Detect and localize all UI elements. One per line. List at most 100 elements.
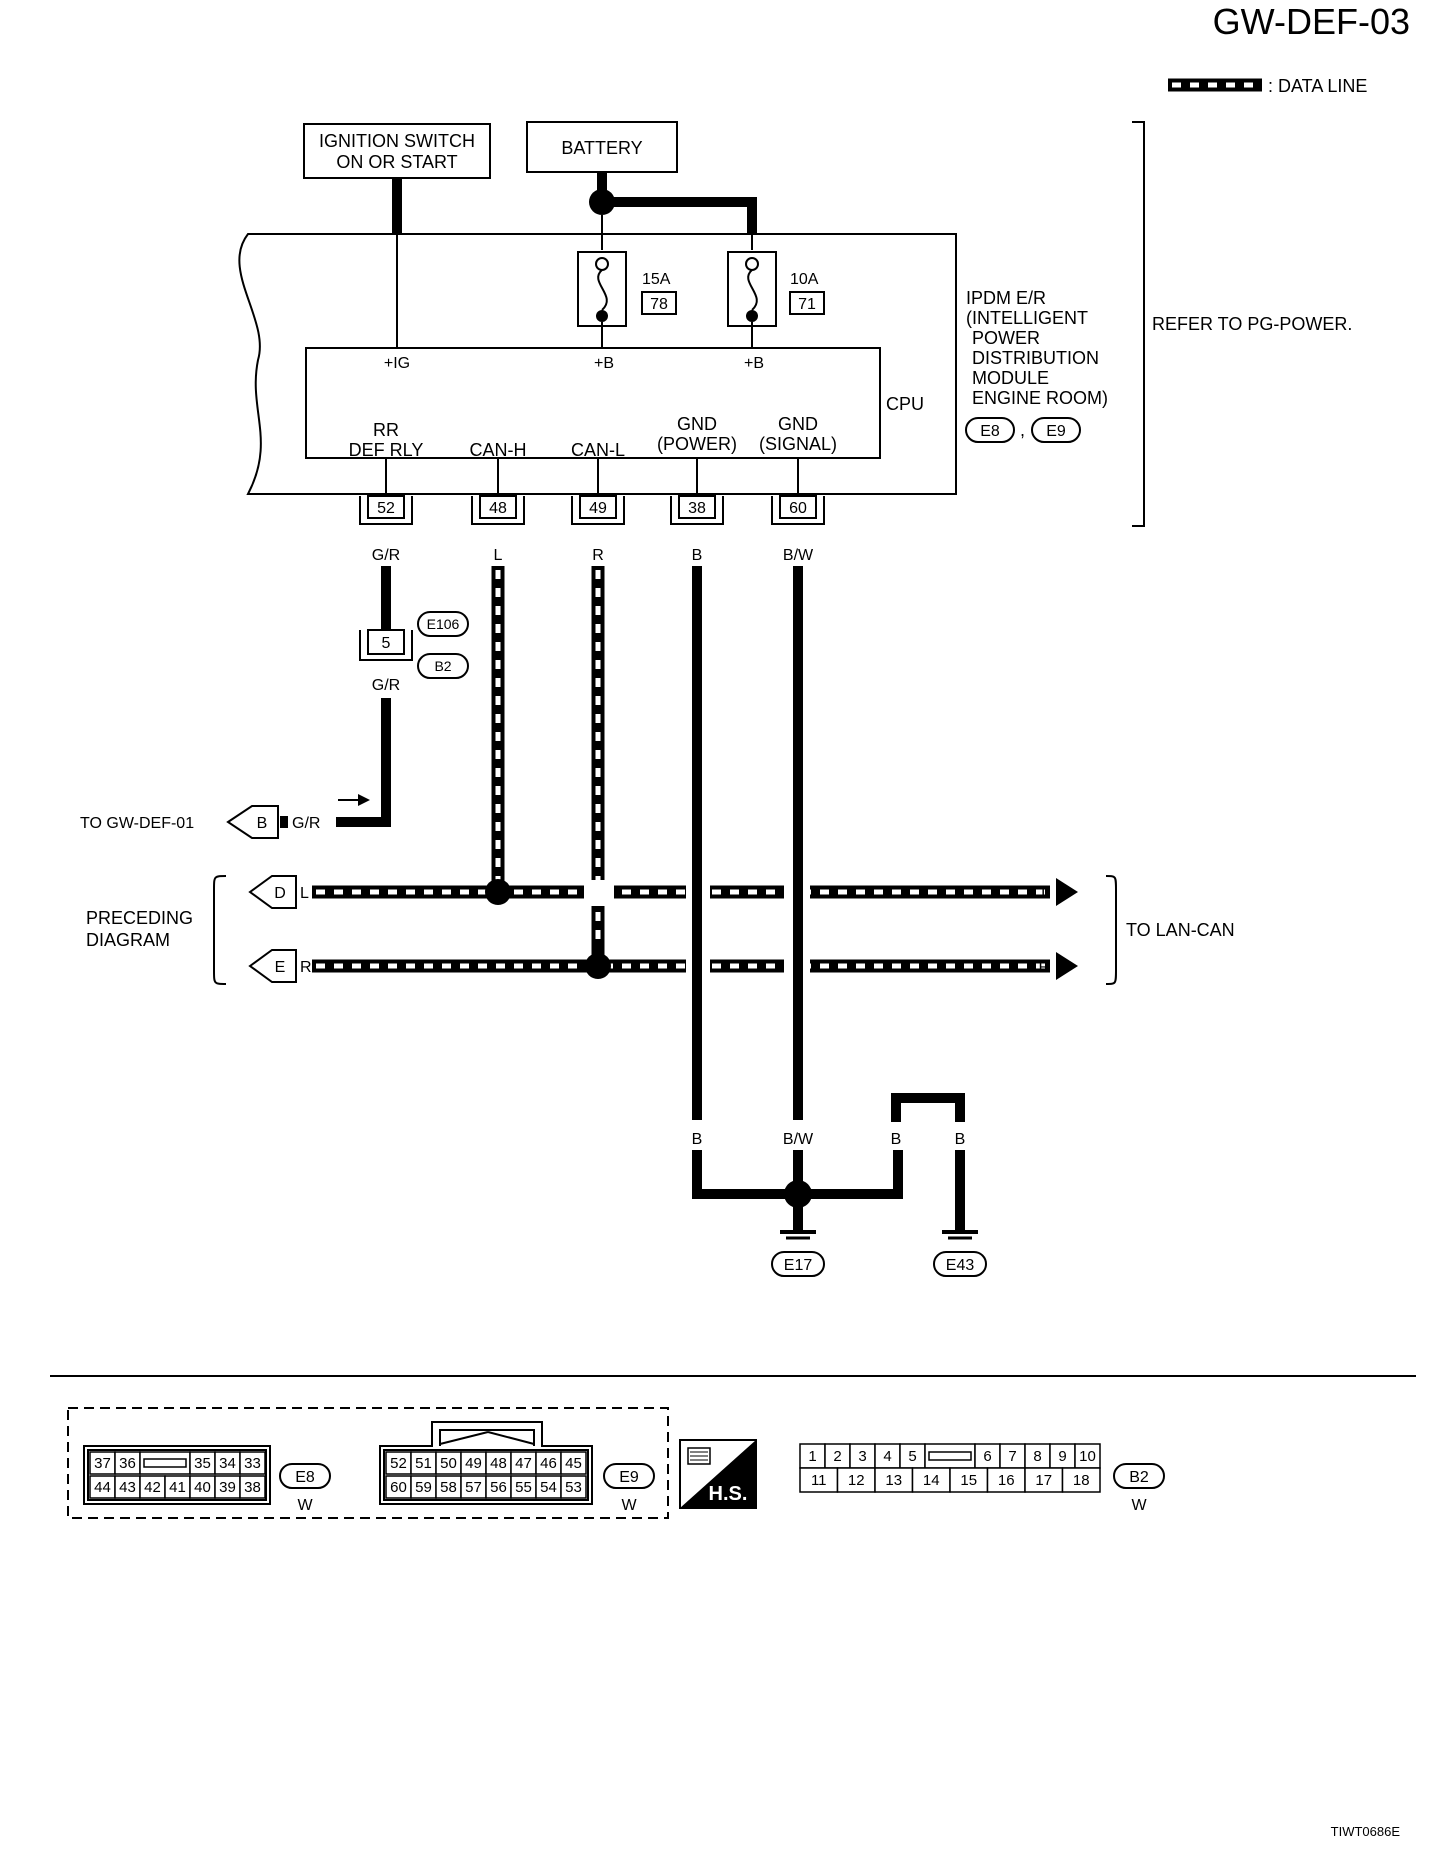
cavity-number: 47 xyxy=(515,1455,532,1472)
cavity-number: 59 xyxy=(415,1479,432,1496)
cpu-terminal-label: DEF RLY xyxy=(349,440,424,460)
connector-cavity xyxy=(986,1467,1026,1493)
legend-label: : DATA LINE xyxy=(1268,76,1367,96)
connector-color: W xyxy=(297,1497,313,1514)
to-gw-def-01: TO GW-DEF-01 B G/R xyxy=(80,805,320,839)
fuse-10a: 10A 71 xyxy=(727,251,825,327)
cavity-number: 13 xyxy=(885,1472,902,1489)
cavity-number: 16 xyxy=(998,1472,1015,1489)
cpu-terminal-label: GND xyxy=(677,414,717,434)
joint-upper-connector: E106 xyxy=(427,616,460,632)
joint-lower-connector: B2 xyxy=(434,658,451,674)
cavity-number: 36 xyxy=(119,1455,136,1472)
can-h-splice xyxy=(485,879,511,905)
pin-number: 48 xyxy=(489,500,507,517)
cavity-number: 51 xyxy=(415,1455,432,1472)
pin-49: 49 R xyxy=(571,495,625,564)
cavity-number: 15 xyxy=(960,1472,977,1489)
hs-badge: H.S. xyxy=(679,1439,757,1509)
connector-cavity xyxy=(560,1475,587,1499)
cavity-number: 41 xyxy=(169,1479,186,1496)
cavity-number: 14 xyxy=(923,1472,940,1489)
cavity-number: 11 xyxy=(811,1472,827,1489)
cavity-number: 18 xyxy=(1073,1472,1090,1489)
pin-number: 60 xyxy=(789,500,807,517)
cavity-number: 53 xyxy=(565,1479,582,1496)
cavity-number: 8 xyxy=(1033,1448,1041,1465)
ipdm-line: (INTELLIGENT xyxy=(966,308,1088,328)
cavity-number: 42 xyxy=(144,1479,161,1496)
hs-icon xyxy=(687,1447,711,1465)
cpu-terminal-label: CAN-H xyxy=(470,440,527,460)
ipdm-line: POWER xyxy=(972,328,1040,348)
wire-color: B xyxy=(955,1131,966,1148)
cavity-number: 45 xyxy=(565,1455,582,1472)
cpu-terminal-label: (SIGNAL) xyxy=(759,434,837,454)
ipdm-connector: E8 xyxy=(980,423,1000,440)
to-lan-can-label: TO LAN-CAN xyxy=(1126,920,1235,940)
wire-color: R xyxy=(300,959,312,976)
connector-cavity xyxy=(560,1451,587,1475)
cavity-number: 40 xyxy=(194,1479,211,1496)
figure-code: TIWT0686E xyxy=(1331,1824,1401,1839)
ipdm-line: DISTRIBUTION xyxy=(972,348,1099,368)
wire-color: G/R xyxy=(372,677,400,694)
pin-number: 52 xyxy=(377,500,395,517)
cavity-number: 39 xyxy=(219,1479,236,1496)
battery-label: BATTERY xyxy=(561,138,642,158)
cavity-number: 7 xyxy=(1008,1448,1016,1465)
cavity-number: 48 xyxy=(490,1455,507,1472)
joint-pin: 5 xyxy=(382,635,391,652)
connector-cavity xyxy=(239,1451,266,1475)
ipdm-line: ENGINE ROOM) xyxy=(972,388,1108,408)
ignition-label-2: ON OR START xyxy=(336,152,457,172)
wire-color: B/W xyxy=(783,1131,814,1148)
cavity-number: 44 xyxy=(94,1479,111,1496)
connector-id: E9 xyxy=(619,1469,639,1486)
ground-e17: E17 xyxy=(771,1230,825,1277)
preceding-line2: DIAGRAM xyxy=(86,930,170,950)
cavity-number: 43 xyxy=(119,1479,136,1496)
preceding-letter: E xyxy=(275,959,286,976)
cavity-number: 3 xyxy=(858,1448,866,1465)
fuse-amp: 10A xyxy=(790,271,819,288)
joint-connector: 5 E106 B2 G/R xyxy=(359,611,469,694)
refer-label: REFER TO PG-POWER. xyxy=(1152,314,1352,334)
cavity-number: 2 xyxy=(833,1448,841,1465)
connector-id: B2 xyxy=(1129,1469,1149,1486)
cpu-terminal-label: CAN-L xyxy=(571,440,625,460)
cavity-number: 56 xyxy=(490,1479,507,1496)
cavity-number: 49 xyxy=(465,1455,482,1472)
can-l-splice xyxy=(585,953,611,979)
refer-bracket xyxy=(1132,121,1145,527)
cavity-number: 57 xyxy=(465,1479,482,1496)
ground-label: E43 xyxy=(946,1257,975,1274)
connector-id: E8 xyxy=(295,1469,315,1486)
cpu-terminal-label: GND xyxy=(778,414,818,434)
ipdm-line: MODULE xyxy=(972,368,1049,388)
wire-color: B xyxy=(692,1131,703,1148)
fuse-number: 78 xyxy=(650,296,668,313)
wire-color: L xyxy=(494,547,503,564)
fuse-15a: 15A 78 xyxy=(577,251,677,327)
wire-color: B xyxy=(692,547,703,564)
cavity-number: 34 xyxy=(219,1455,236,1472)
cpu-terminal-label: (POWER) xyxy=(657,434,737,454)
hs-label: H.S. xyxy=(709,1483,748,1505)
connector-cavity xyxy=(874,1467,914,1493)
pin-60: 60 B/W xyxy=(771,495,825,564)
connector-cavity xyxy=(1074,1443,1101,1469)
connector-cavity xyxy=(849,1443,876,1469)
ipdm-connector: E9 xyxy=(1046,423,1066,440)
battery-box: BATTERY xyxy=(526,121,678,173)
cavity-number: 46 xyxy=(540,1455,557,1472)
cpu-box: +IG +B +B CPU RR DEF RLY CAN-H CAN-L GND… xyxy=(305,347,924,460)
connector-color: W xyxy=(1131,1497,1147,1514)
pin-38: 38 B xyxy=(670,495,724,564)
connector-cavity xyxy=(1049,1443,1076,1469)
preceding-diagram: PRECEDING DIAGRAM D L E R xyxy=(86,875,312,985)
wire-color: L xyxy=(1041,885,1050,902)
